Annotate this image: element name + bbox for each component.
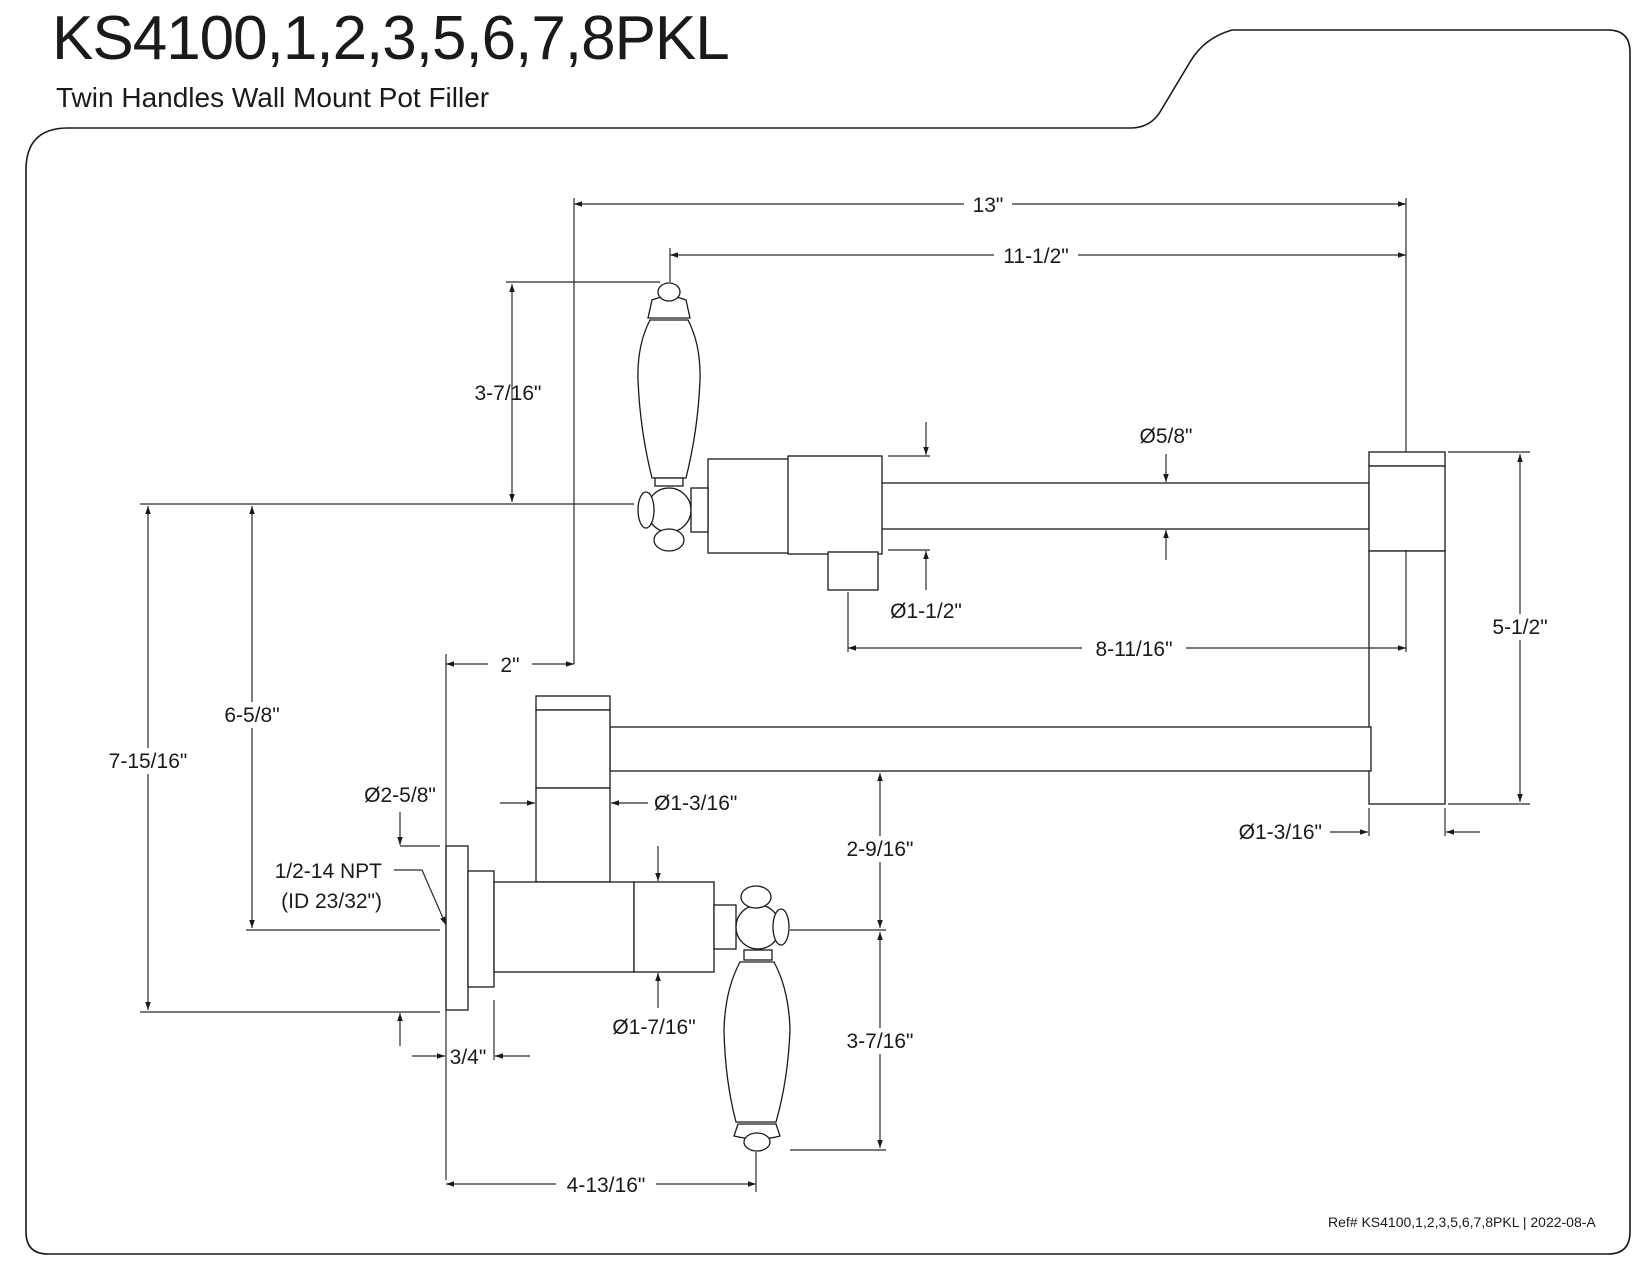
dim-thread-id: (ID 23/32") [281, 890, 382, 913]
dim-wall-offset: 2" [500, 654, 519, 677]
reference-code: Ref# KS4100,1,2,3,5,6,7,8PKL | 2022-08-A [1328, 1214, 1596, 1230]
dim-upper-handle-height: 3-7/16" [475, 382, 542, 405]
product-subtitle: Twin Handles Wall Mount Pot Filler [56, 82, 490, 113]
dim-elbow-diameter: Ø1-3/16" [1239, 821, 1322, 844]
lower-spout-assembly [445, 695, 1372, 1152]
dim-thread-spec: 1/2-14 NPT [275, 860, 383, 883]
dim-spout-diameter: Ø5/8" [1140, 425, 1193, 448]
upper-spout-assembly [637, 282, 1446, 805]
dim-riser-diameter: Ø1-3/16" [654, 792, 737, 815]
dim-swivel-diameter: Ø1-1/2" [890, 600, 962, 623]
dim-handle-to-end: 11-1/2" [1003, 245, 1068, 268]
dim-overall-length: 13" [973, 194, 1004, 217]
dim-flange-depth: 3/4" [450, 1046, 487, 1069]
dimension-labels: 13" 11-1/2" 3-7/16" Ø5/8" Ø1-1/2" 8-11/1… [104, 192, 1566, 1197]
dimension-lines [140, 198, 1530, 1192]
dim-lower-handle-height: 3-7/16" [847, 1030, 914, 1053]
product-title: KS4100,1,2,3,5,6,7,8PKL [52, 4, 730, 73]
drawing-frame [25, 29, 1631, 1255]
dim-swivel-to-end: 8-11/16" [1095, 638, 1172, 661]
dim-flange-diameter: Ø2-5/8" [364, 784, 436, 807]
dim-overall-height: 7-15/16" [109, 750, 188, 773]
dim-valve-projection: 4-13/16" [567, 1174, 646, 1197]
dim-upper-arm-height: 6-5/8" [224, 704, 279, 727]
dim-body-diameter: Ø1-7/16" [612, 1016, 695, 1039]
dim-lower-arm-clearance: 2-9/16" [847, 838, 914, 861]
dim-arm-height: 5-1/2" [1492, 616, 1547, 639]
